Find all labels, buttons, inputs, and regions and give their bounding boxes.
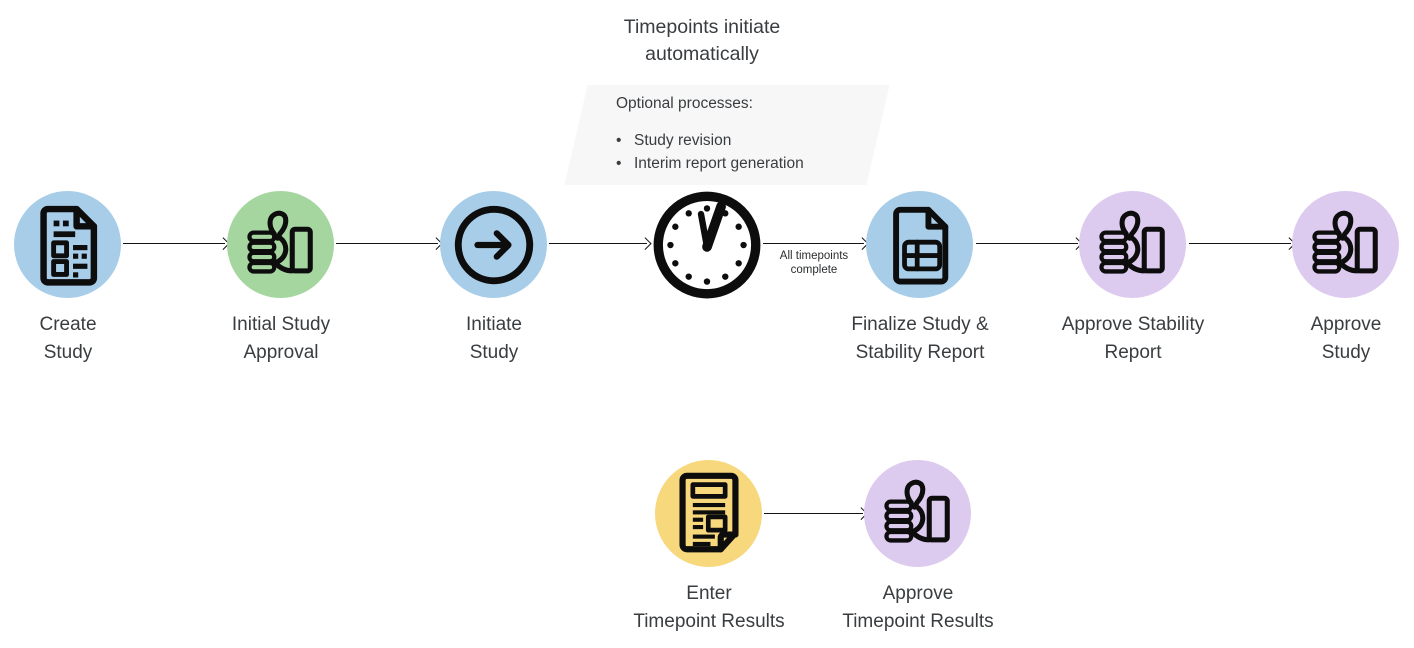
node-enter-timepoint-results-label: Enter Timepoint Results (633, 583, 785, 632)
optional-processes-heading: Optional processes: (616, 95, 753, 112)
circle-arrow-icon (454, 205, 533, 284)
flow-arrow-4 (763, 243, 864, 244)
optional-processes-list: • Study revision • Interim report genera… (616, 129, 876, 175)
thumbs-up-icon (883, 479, 950, 543)
node-approve-study-label: Approve Study (1310, 314, 1382, 363)
thumbs-up-icon (1098, 210, 1165, 274)
flow-arrow-2 (336, 243, 438, 244)
node-initiate-study-circle (440, 191, 547, 298)
list-item-label: Interim report generation (634, 155, 804, 172)
node-approve-timepoint-results-label: Approve Timepoint Results (842, 583, 994, 632)
document-table-icon (892, 206, 948, 285)
flow-arrow-5 (976, 243, 1078, 244)
node-initiate-study-label: Initiate Study (466, 314, 522, 363)
node-approve-timepoint-results-circle (864, 460, 971, 567)
node-enter-timepoint-results-circle (655, 460, 762, 567)
node-create-study-label: Create Study (39, 314, 97, 363)
node-finalize-study-circle (866, 191, 973, 298)
list-item: • Study revision (616, 129, 876, 152)
subflow-arrow (764, 513, 863, 514)
flow-arrow-1 (123, 243, 225, 244)
diagram-title: Timepoints initiate automatically (623, 16, 781, 65)
list-item-label: Study revision (634, 132, 732, 149)
node-initial-study-approval-label: Initial Study Approval (231, 314, 331, 363)
flow-arrow-3 (549, 243, 647, 244)
edge-label-all-timepoints-complete: All timepoints complete (779, 250, 849, 276)
document-checklist-icon (39, 205, 97, 286)
bullet-icon: • (616, 132, 622, 149)
node-initial-study-approval-circle (227, 191, 334, 298)
thumbs-up-icon (246, 210, 313, 274)
clock-icon (653, 191, 761, 299)
node-finalize-study-label: Finalize Study & Stability Report (851, 314, 989, 363)
flow-arrow-6 (1189, 243, 1291, 244)
node-approve-study-circle (1292, 191, 1399, 298)
thumbs-up-icon (1311, 210, 1378, 274)
newspaper-icon (678, 472, 739, 552)
optional-processes-content: Optional processes: • Study revision • I… (616, 94, 876, 175)
node-approve-stability-report-label: Approve Stability Report (1061, 314, 1205, 363)
node-create-study-circle (14, 191, 121, 298)
node-approve-stability-report-circle (1079, 191, 1186, 298)
bullet-icon: • (616, 155, 622, 172)
list-item: • Interim report generation (616, 152, 876, 175)
